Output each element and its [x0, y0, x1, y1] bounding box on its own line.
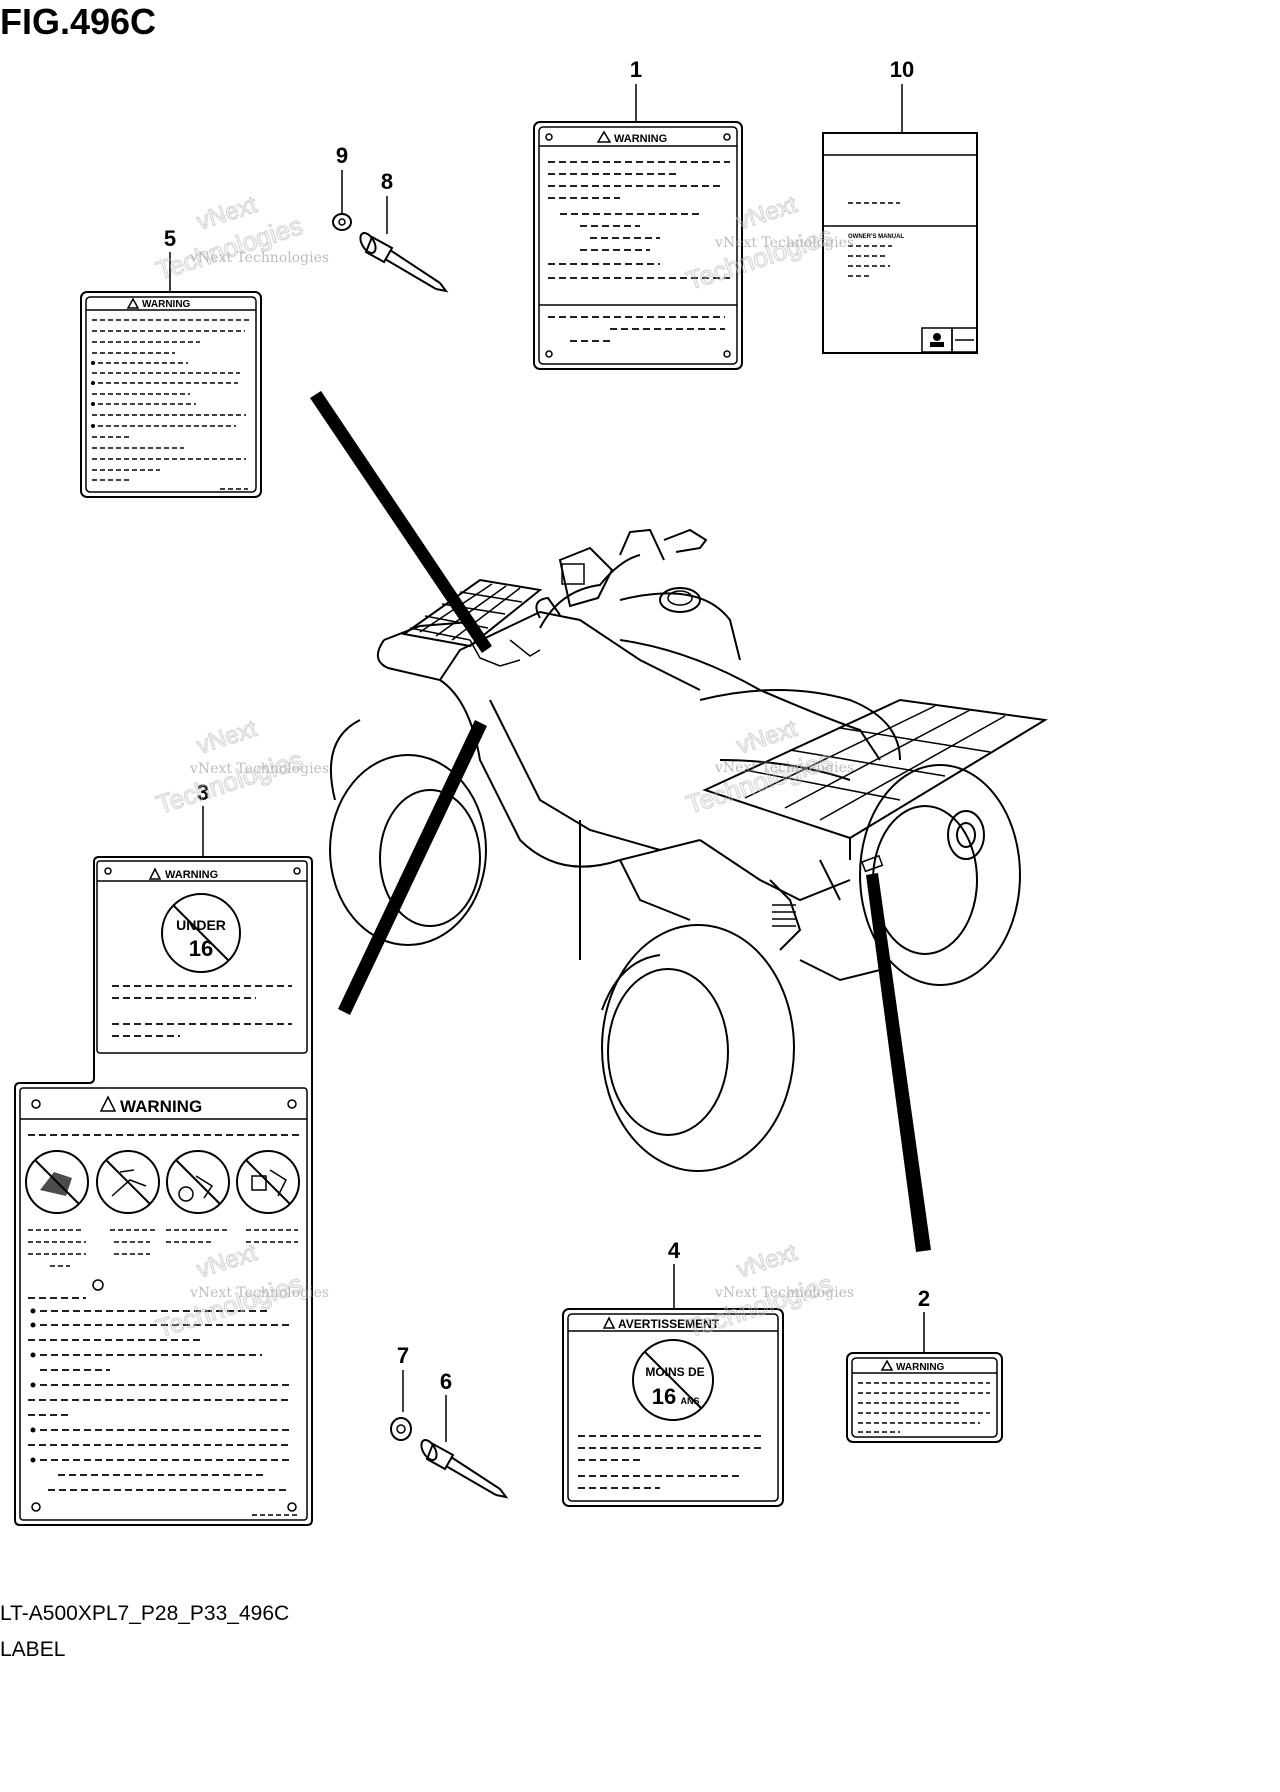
svg-text:vNext: vNext	[194, 715, 261, 760]
callout-3[interactable]: 3	[197, 780, 209, 805]
label-4-avertissement-plate[interactable]: AVERTISSEMENT MOINS DE 16 ANS	[562, 1308, 784, 1507]
part-9-washer[interactable]	[332, 213, 352, 231]
label-5-warning-plate[interactable]: WARNING	[80, 291, 262, 498]
pointer-arrow-label-3	[338, 720, 487, 1015]
callout-8[interactable]: 8	[381, 169, 393, 194]
label-3-lower-warning-text: WARNING	[120, 1097, 202, 1116]
svg-text:vNext: vNext	[734, 1239, 801, 1284]
label-5-warning-text: WARNING	[142, 299, 191, 310]
moins-de-16-number: 16	[652, 1384, 676, 1409]
svg-text:Technologies: Technologies	[683, 1268, 837, 1343]
part-8-rivet[interactable]	[357, 230, 449, 293]
svg-text:vNext Technologies: vNext Technologies	[714, 235, 854, 251]
part-6-rivet[interactable]	[418, 1437, 509, 1499]
callout-9[interactable]: 9	[336, 143, 348, 168]
ans-text: ANS	[680, 1396, 699, 1406]
svg-text:Technologies: Technologies	[683, 220, 837, 295]
watermark-group-1: vNext Technologies Technologies vNext	[152, 190, 329, 286]
svg-text:Technologies: Technologies	[153, 744, 307, 819]
svg-text:vNext: vNext	[734, 715, 801, 760]
svg-text:Technologies: Technologies	[153, 1268, 307, 1343]
leader-lines	[169, 84, 925, 1442]
watermark-group-6: vNext Technologies Technologies vNext	[682, 1238, 854, 1344]
part-7-washer[interactable]	[390, 1417, 412, 1441]
watermark-group-4: vNext Technologies Technologies vNext	[682, 714, 854, 820]
pointer-arrow-label-2	[866, 873, 931, 1252]
callout-1[interactable]: 1	[630, 57, 642, 82]
label-3-warning-text: WARNING	[165, 869, 218, 881]
callout-5[interactable]: 5	[164, 226, 176, 251]
moins-de-text: MOINS DE	[645, 1365, 704, 1379]
under-text: UNDER	[176, 917, 226, 933]
svg-text:vNext: vNext	[194, 1239, 261, 1284]
label-1-warning-text: WARNING	[614, 133, 667, 145]
svg-text:vNext Technologies: vNext Technologies	[714, 760, 854, 776]
svg-text:vNext Technologies: vNext Technologies	[189, 761, 329, 777]
label-10-owners-manual[interactable]: OWNER'S MANUAL	[822, 132, 978, 354]
under-16-number: 16	[189, 936, 213, 961]
callout-6[interactable]: 6	[440, 1369, 452, 1394]
label-3-warning-plate[interactable]: WARNING UNDER 16 WARNING	[14, 856, 313, 1526]
label-4-avertissement-text: AVERTISSEMENT	[618, 1317, 720, 1331]
svg-text:vNext Technologies: vNext Technologies	[189, 250, 329, 266]
svg-text:vNext Technologies: vNext Technologies	[189, 1285, 329, 1301]
callout-4[interactable]: 4	[668, 1238, 681, 1263]
prohibition-pictograms	[25, 1150, 300, 1214]
callout-7[interactable]: 7	[397, 1343, 409, 1368]
callout-2[interactable]: 2	[918, 1286, 930, 1311]
callout-10[interactable]: 10	[890, 57, 914, 82]
pointer-arrow-label-5	[310, 391, 492, 653]
watermark-group-5: vNext Technologies Technologies vNext	[152, 1238, 329, 1344]
label-2-warning-text: WARNING	[896, 1362, 945, 1373]
atv-illustration	[329, 528, 1048, 1172]
svg-text:vNext: vNext	[734, 191, 801, 236]
svg-text:vNext Technologies: vNext Technologies	[714, 1285, 854, 1301]
watermark-group-3: vNext Technologies Technologies vNext	[152, 714, 329, 820]
label-10-manual-text: OWNER'S MANUAL	[848, 234, 904, 240]
watermark-group-2: vNext Technologies Technologies vNext	[682, 190, 854, 296]
label-2-warning-plate[interactable]: WARNING	[846, 1352, 1003, 1443]
figure-title: FIG.496C	[0, 1, 156, 42]
figure-name: LABEL	[0, 1638, 65, 1661]
figure-code: LT-A500XPL7_P28_P33_496C	[0, 1602, 289, 1625]
label-1-warning-plate[interactable]: WARNING	[533, 121, 743, 370]
